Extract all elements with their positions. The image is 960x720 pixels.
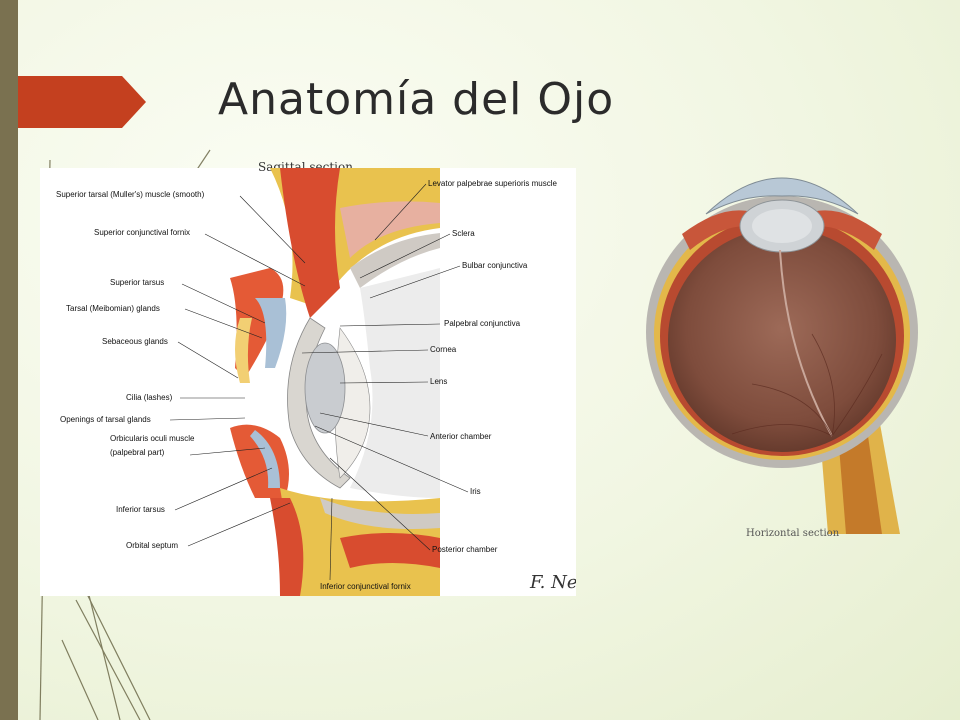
- label-orbicularis-oculi: Orbicularis oculi muscle: [110, 434, 195, 443]
- label-posterior-chamber: Posterior chamber: [432, 545, 498, 554]
- label-bulbar-conjunctiva: Bulbar conjunctiva: [462, 261, 528, 270]
- figure-caption: Horizontal section: [746, 528, 840, 539]
- left-sidebar-bar: [0, 0, 18, 720]
- sagittal-section-figure: Sagittal section F. Netter: [40, 160, 576, 596]
- label-palpebral-conjunctiva: Palpebral conjunctiva: [444, 319, 521, 328]
- label-inferior-tarsus: Inferior tarsus: [116, 505, 165, 514]
- sagittal-eye-illustration: F. Netter: [169, 168, 576, 596]
- label-lens: Lens: [430, 377, 448, 386]
- label-cornea: Cornea: [430, 345, 457, 354]
- label-cilia: Cilia (lashes): [126, 393, 173, 402]
- slide-title: Anatomía del Ojo: [218, 74, 615, 125]
- label-palpebral-part: (palpebral part): [110, 448, 165, 457]
- label-inferior-conjunctival-fornix: Inferior conjunctival fornix: [320, 582, 411, 591]
- label-superior-tarsus: Superior tarsus: [110, 278, 165, 287]
- label-sclera: Sclera: [452, 229, 475, 238]
- label-anterior-chamber: Anterior chamber: [430, 432, 492, 441]
- label-superior-conjunctival-fornix: Superior conjunctival fornix: [94, 228, 191, 237]
- artist-signature: F. Netter: [529, 572, 576, 593]
- label-tarsal-glands: Tarsal (Meibomian) glands: [66, 304, 160, 313]
- label-sebaceous-glands: Sebaceous glands: [102, 337, 168, 346]
- label-orbital-septum: Orbital septum: [126, 541, 179, 550]
- horizontal-section-figure: [646, 177, 918, 534]
- label-openings-tarsal-glands: Openings of tarsal glands: [60, 415, 151, 424]
- title-accent-tab: [18, 76, 146, 128]
- label-levator-palpebrae: Levator palpebrae superioris muscle: [428, 179, 557, 188]
- label-superior-tarsal-muscle: Superior tarsal (Muller's) muscle (smoot…: [56, 190, 205, 199]
- label-iris: Iris: [470, 487, 481, 496]
